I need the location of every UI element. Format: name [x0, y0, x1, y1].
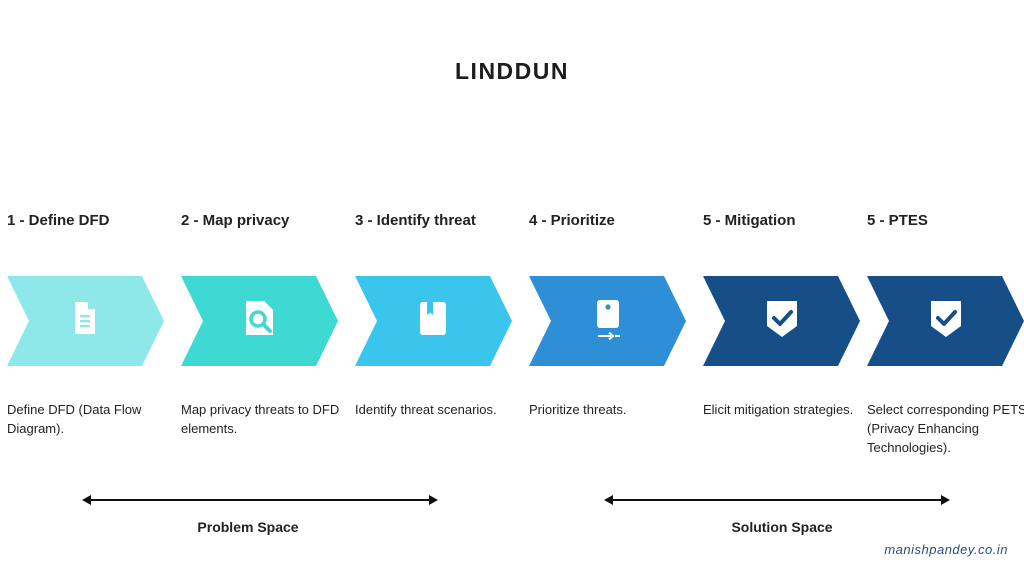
sort-device-icon	[597, 300, 620, 341]
step-description: Identify threat scenarios.	[355, 402, 497, 417]
step-description: Prioritize threats.	[529, 402, 627, 417]
step-heading: 1 - Define DFD	[7, 212, 110, 229]
solution-space-arrow	[604, 495, 950, 505]
step-heading: 2 - Map privacy	[181, 212, 290, 229]
credit-link[interactable]: manishpandey.co.in	[884, 542, 1008, 557]
step-heading: 4 - Prioritize	[529, 212, 615, 229]
shield-check-icon	[767, 301, 797, 337]
step-description: Map privacy threats to DFD elements.	[181, 402, 340, 436]
bookmark-book-icon	[420, 302, 446, 335]
solution-space-label: Solution Space	[731, 519, 833, 535]
step-heading: 3 - Identify threat	[355, 212, 476, 229]
step-description: Select corresponding PETS (Privacy Enhan…	[867, 402, 1024, 455]
shield-check-icon	[931, 301, 961, 337]
step-description: Define DFD (Data Flow Diagram).	[7, 402, 142, 436]
document-icon	[75, 302, 95, 334]
problem-space-label: Problem Space	[197, 519, 299, 535]
step-description: Elicit mitigation strategies.	[703, 402, 854, 417]
search-document-icon	[246, 301, 273, 335]
problem-space-arrow	[82, 495, 438, 505]
diagram-title: LINDDUN	[455, 58, 569, 84]
step-heading: 5 - PTES	[867, 212, 928, 229]
step-heading: 5 - Mitigation	[703, 212, 796, 229]
